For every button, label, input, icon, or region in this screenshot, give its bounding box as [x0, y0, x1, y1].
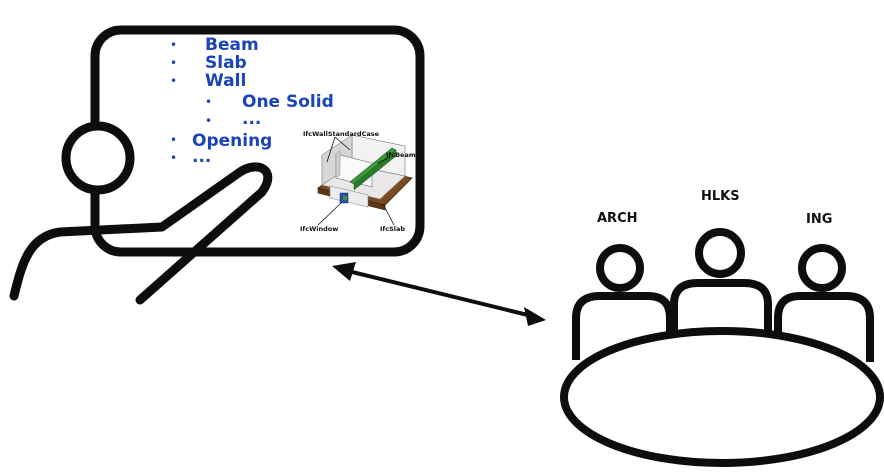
ifc-beam-label: IfcBeam [386, 151, 416, 159]
team-label-ing: ING [806, 212, 832, 227]
person-ing-head [798, 244, 846, 292]
bullet-ellipsis-sub: ... [242, 109, 261, 129]
bullet-beam: Beam [205, 35, 259, 55]
bullet-marker: • [170, 56, 177, 70]
ifc-window-label: IfcWindow [300, 225, 338, 233]
presenter-body [9, 162, 273, 305]
bullet-marker: • [170, 151, 177, 165]
double-arrow-icon [332, 262, 546, 326]
ifc-wall-label: IfcWallStandardCase [303, 130, 380, 138]
bullet-list: • Beam • Slab • Wall • One Solid • ... •… [170, 35, 334, 167]
person-arch-head [596, 244, 644, 292]
meeting-table-icon [560, 228, 884, 467]
team-label-hlks: HLKS [701, 189, 740, 204]
bullet-slab: Slab [205, 53, 247, 73]
bullet-marker: • [205, 114, 212, 128]
ifc-building-illustration: IfcWallStandardCase IfcBeam IfcWindow If… [300, 130, 416, 233]
bullet-marker: • [205, 95, 212, 109]
bullet-wall: Wall [205, 71, 246, 91]
bullet-one-solid: One Solid [242, 92, 334, 112]
presenter-icon [9, 121, 273, 305]
person-hlks-head [695, 228, 745, 278]
ifc-slab-label: IfcSlab [380, 225, 405, 233]
bullet-ellipsis: ... [192, 147, 211, 167]
bullet-marker: • [170, 133, 177, 147]
bullet-marker: • [170, 74, 177, 88]
presenter-head [61, 121, 135, 195]
bullet-opening: Opening [192, 131, 272, 151]
team-label-arch: ARCH [597, 211, 638, 226]
meeting-table [560, 327, 884, 467]
person-hlks-body [670, 279, 772, 340]
bullet-marker: • [170, 38, 177, 52]
